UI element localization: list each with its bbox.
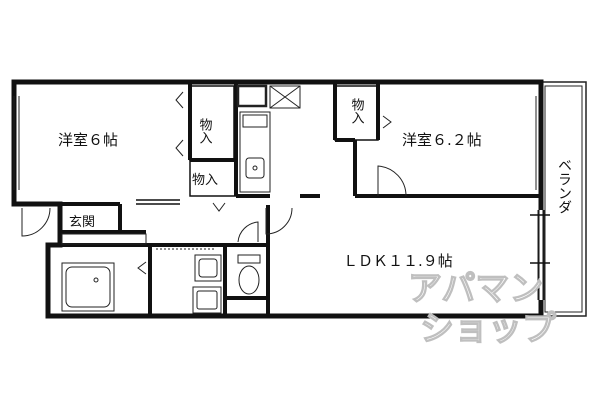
closet-label-3: 物入 (192, 173, 218, 188)
closet-markers (137, 91, 392, 275)
closet-boxes (189, 85, 379, 197)
closet-label-2: 物入 (349, 98, 365, 124)
room-label-western-1: 洋室６帖 (58, 131, 118, 149)
kitchen-counter (239, 111, 271, 193)
utility-shaft (236, 84, 301, 109)
room-label-ldk: ＬＤＫ１１.９帖 (343, 252, 453, 270)
closet-label-1-text: 物入 (197, 118, 213, 144)
windows (13, 96, 545, 300)
watermark-logo: アパマン ショップ (407, 268, 556, 349)
watermark-line-2: ショップ (420, 309, 556, 349)
watermark-line-1: アパマン (408, 269, 543, 309)
sliding-door-marks (136, 199, 550, 264)
closet-label-2-text: 物入 (349, 98, 365, 124)
door-swings (21, 165, 407, 243)
washroom-fixtures (156, 248, 222, 314)
closet-label-1: 物入 (197, 118, 213, 144)
shoe-cabinet (61, 233, 147, 245)
bathtub (61, 262, 115, 312)
room-label-western-2: 洋室６.２帖 (402, 131, 482, 149)
room-label-veranda: ベランダ (556, 158, 572, 214)
toilet (237, 254, 261, 295)
room-label-entrance: 玄関 (69, 215, 95, 230)
